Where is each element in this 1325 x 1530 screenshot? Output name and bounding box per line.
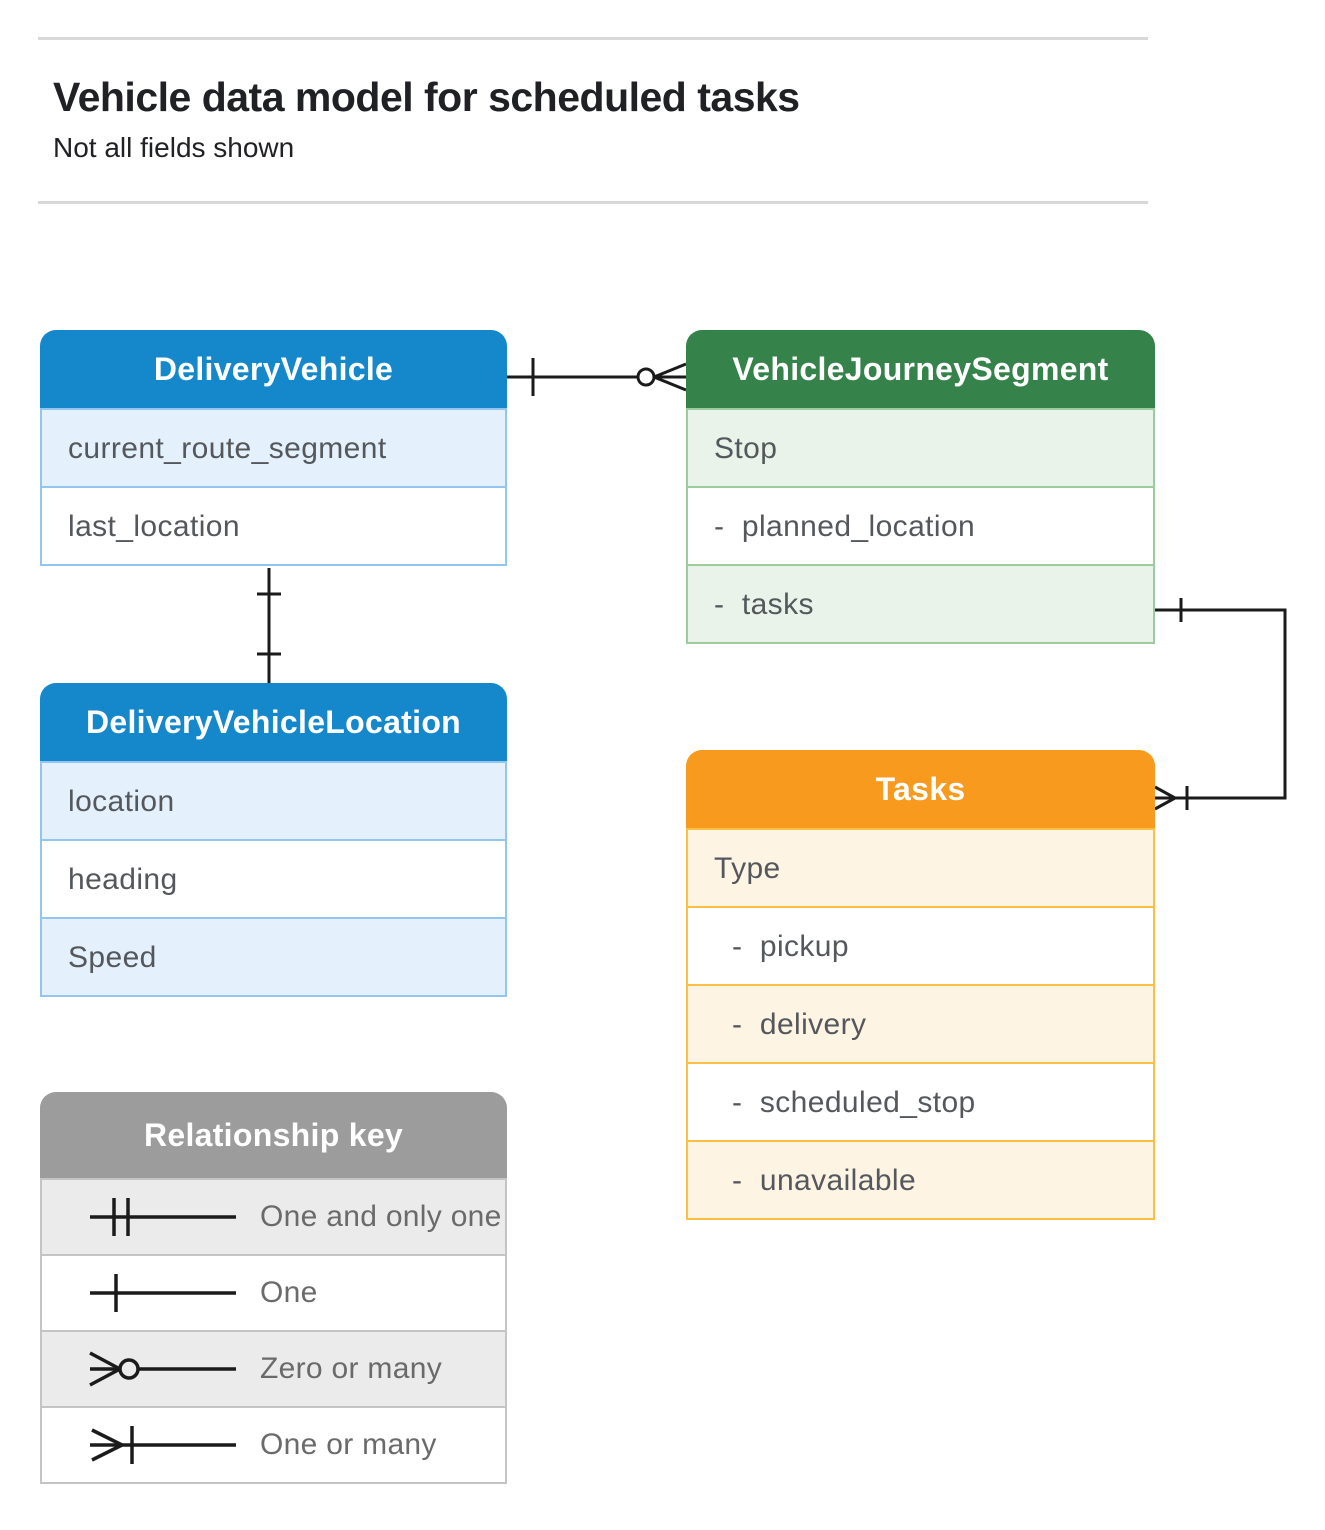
field-row: Speed: [42, 917, 505, 995]
crow-foot-upper: [1154, 785, 1176, 800]
legend-label: One: [260, 1276, 318, 1309]
legend-label: One and only one: [260, 1200, 502, 1233]
connector-vehiclejourneysegment-tasks: [1154, 598, 1287, 811]
entity-delivery-vehicle-location: DeliveryVehicleLocation location heading…: [40, 683, 507, 997]
entity-title: VehicleJourneySegment: [686, 330, 1155, 408]
crow-foot-lower: [653, 375, 687, 392]
relationship-key: Relationship key One and only one One: [40, 1092, 507, 1484]
field-row: - planned_location: [688, 486, 1153, 564]
one-or-many-icon: [90, 1426, 236, 1464]
field-row: - tasks: [688, 564, 1153, 642]
legend-row: One and only one: [42, 1178, 505, 1254]
entity-title: DeliveryVehicle: [40, 330, 507, 408]
crow-foot-lower: [1154, 796, 1176, 811]
zero-circle: [636, 367, 656, 387]
entity-tasks: Tasks Type - pickup - delivery - schedul…: [686, 750, 1155, 1220]
legend-label: One or many: [260, 1428, 437, 1461]
field-row: - delivery: [688, 984, 1153, 1062]
page-title: Vehicle data model for scheduled tasks: [53, 74, 800, 120]
entity-title: DeliveryVehicleLocation: [40, 683, 507, 761]
legend-row: Zero or many: [42, 1330, 505, 1406]
field-row: - scheduled_stop: [688, 1062, 1153, 1140]
top-divider: [38, 37, 1148, 40]
zero-or-many-icon: [89, 1351, 236, 1387]
entity-title: Tasks: [686, 750, 1155, 828]
field-row: Type: [688, 828, 1153, 906]
one-icon: [90, 1274, 236, 1312]
connector-deliveryvehicle-vehiclejourneysegment: [507, 358, 687, 396]
field-row: last_location: [42, 486, 505, 564]
header-divider: [38, 201, 1148, 204]
entity-delivery-vehicle: DeliveryVehicle current_route_segment la…: [40, 330, 507, 566]
relationship-key-title: Relationship key: [40, 1092, 507, 1178]
field-row: location: [42, 761, 505, 839]
entity-vehicle-journey-segment: VehicleJourneySegment Stop - planned_loc…: [686, 330, 1155, 644]
connector-deliveryvehicle-deliveryvehiclelocation: [257, 568, 281, 683]
field-row: - pickup: [688, 906, 1153, 984]
legend-row: One or many: [42, 1406, 505, 1482]
one-and-only-one-icon: [90, 1198, 236, 1236]
legend-row: One: [42, 1254, 505, 1330]
legend-label: Zero or many: [260, 1352, 442, 1385]
crow-foot-upper: [653, 362, 687, 379]
field-row: Stop: [688, 408, 1153, 486]
page-subtitle: Not all fields shown: [53, 132, 295, 163]
field-row: current_route_segment: [42, 408, 505, 486]
field-row: heading: [42, 839, 505, 917]
field-row: - unavailable: [688, 1140, 1153, 1218]
